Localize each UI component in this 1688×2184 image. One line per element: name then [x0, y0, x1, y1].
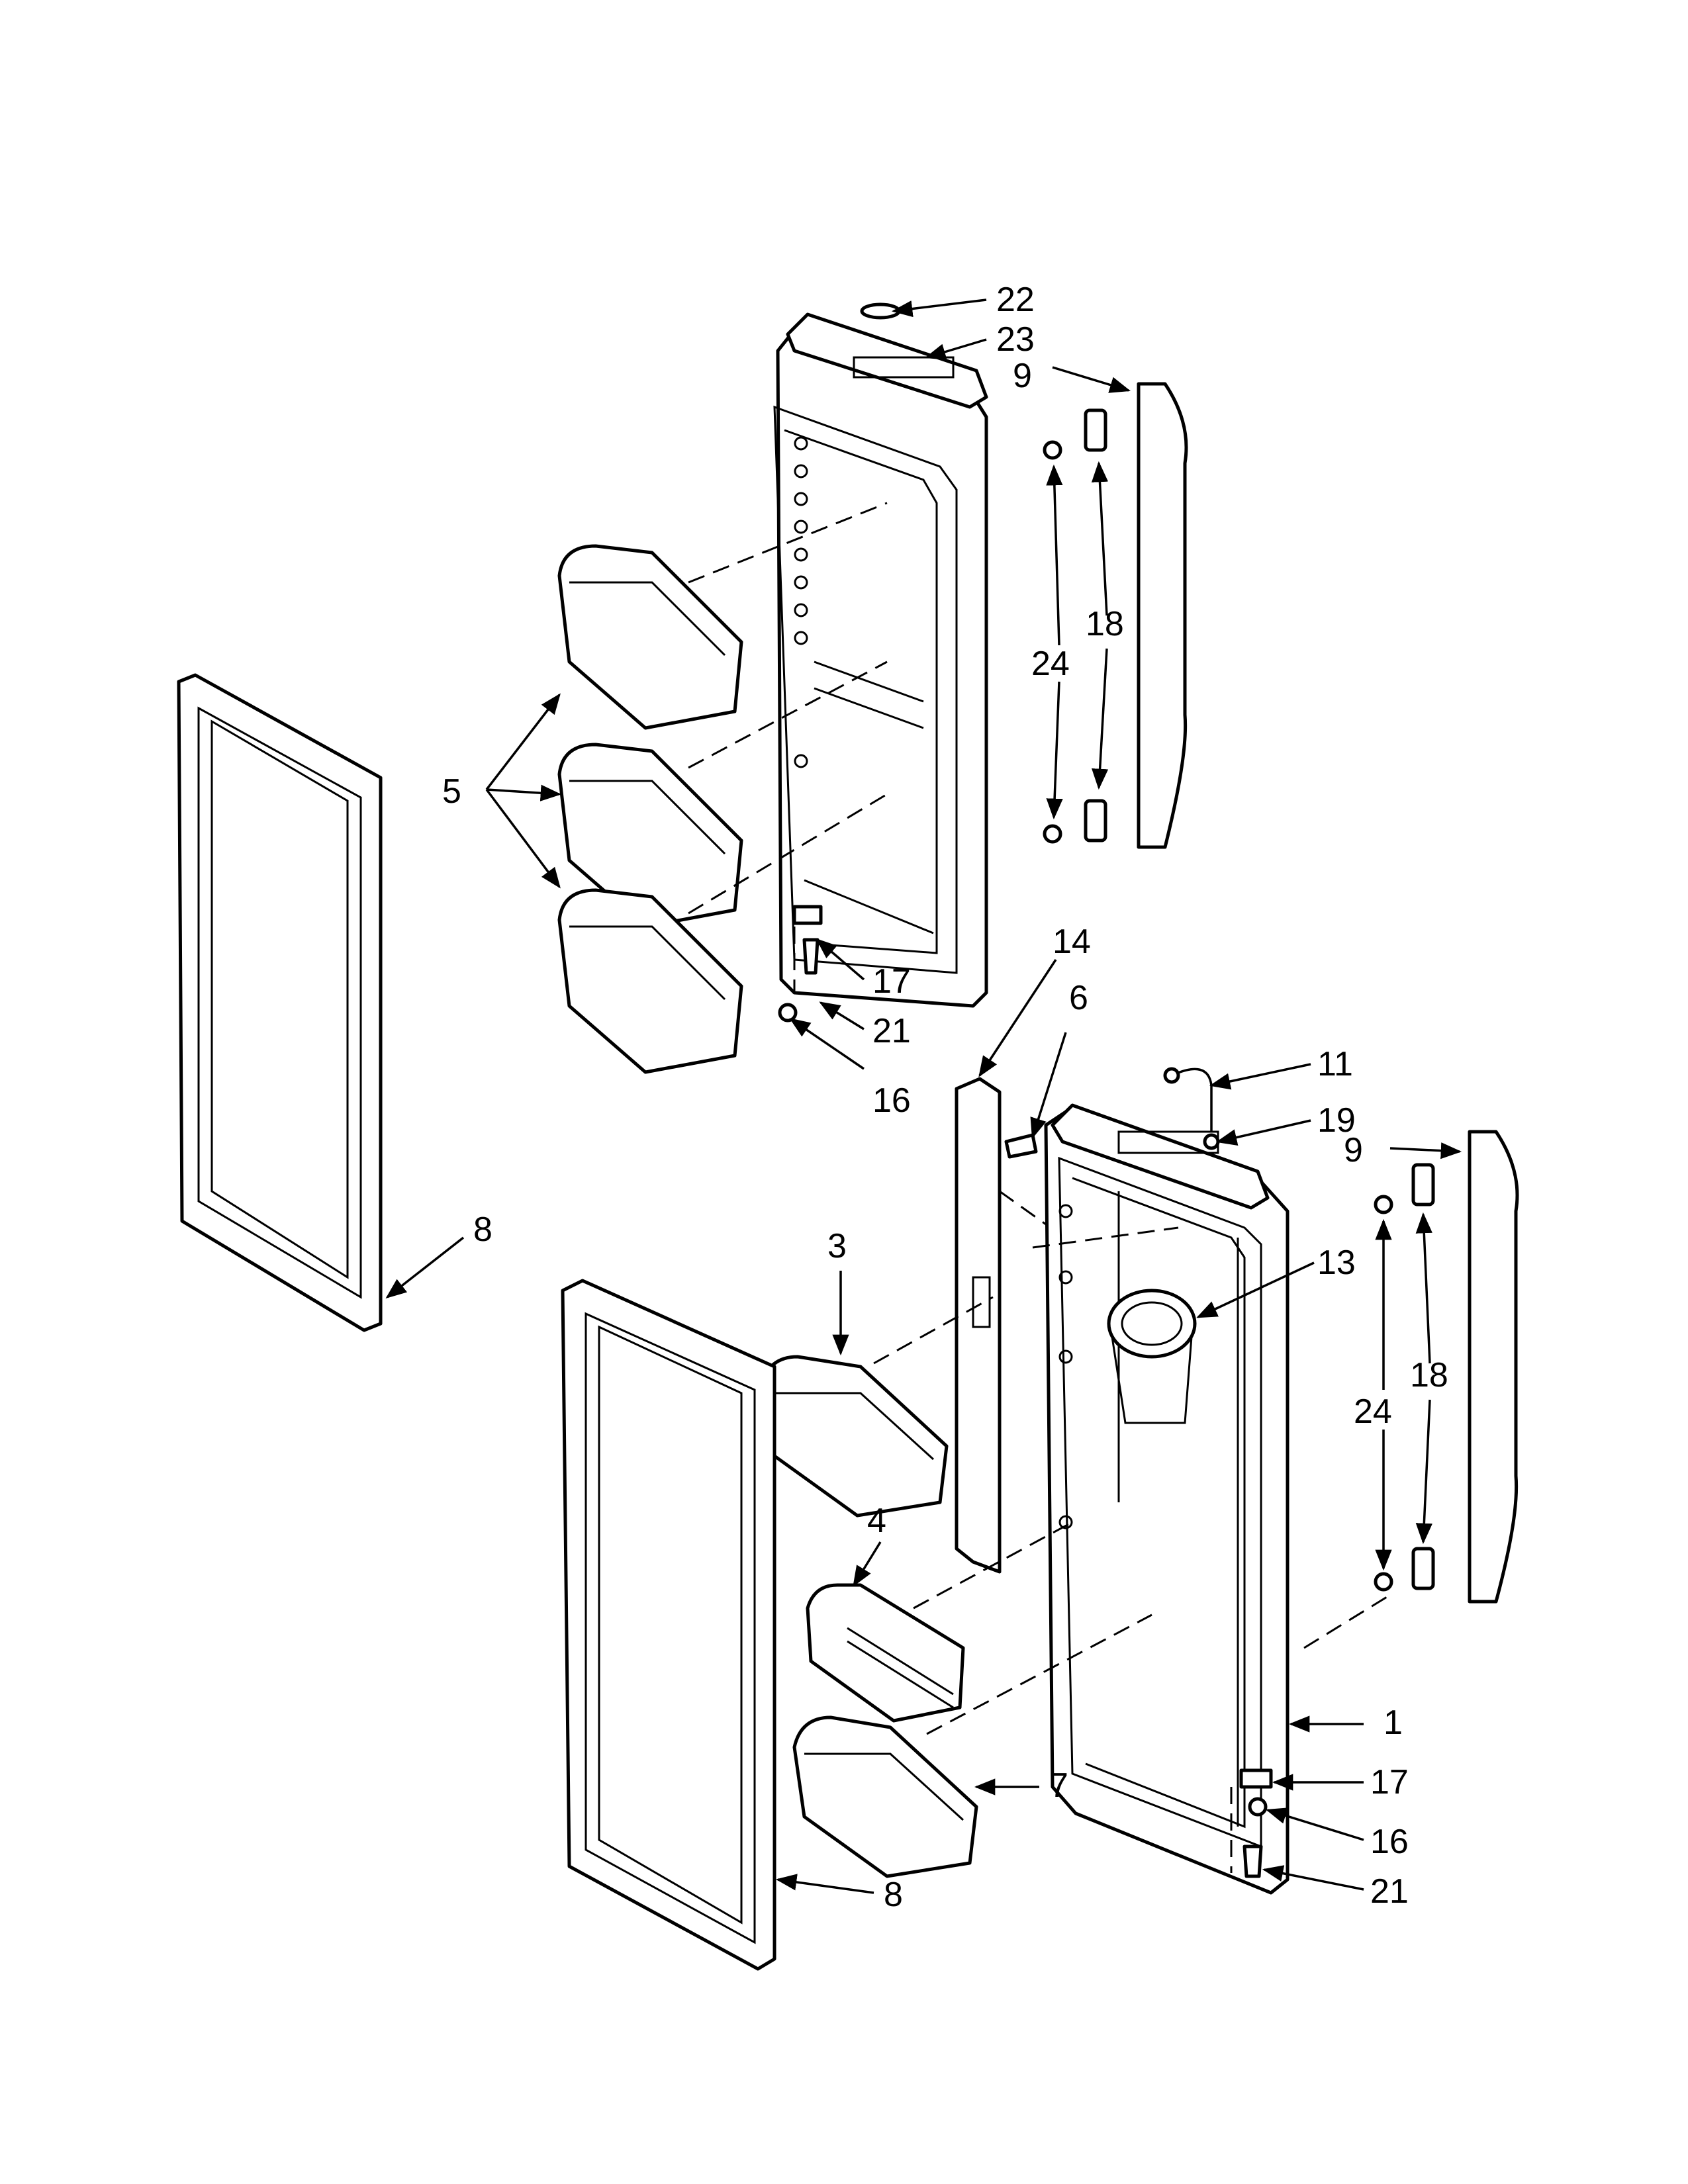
lower-handle-screw-part-24	[1374, 1195, 1393, 1592]
water-fitting-part-19	[1203, 1133, 1220, 1150]
callout-8-upper: 8	[473, 1210, 492, 1249]
upper-door-handle-part-9	[1137, 382, 1188, 849]
leader-lines	[385, 298, 1462, 1894]
water-tube-part-11	[1163, 1067, 1213, 1132]
callout-14: 14	[1053, 923, 1091, 961]
door-bin-part-5-middle	[557, 743, 743, 929]
callout-4: 4	[867, 1502, 886, 1540]
callout-24-lower: 24	[1354, 1392, 1392, 1431]
callout-5: 5	[442, 772, 461, 811]
callout-17-upper: 17	[872, 962, 911, 1001]
callout-21-lower: 21	[1370, 1872, 1409, 1911]
door-bin-part-5-top	[557, 544, 743, 730]
callout-7: 7	[1049, 1766, 1068, 1805]
callout-24-upper: 24	[1031, 645, 1070, 683]
lower-door-shelf-bosses	[1058, 1204, 1073, 1529]
callout-23: 23	[996, 320, 1035, 359]
ice-chute-assembly-part-13	[1107, 1289, 1197, 1424]
callout-9-lower: 9	[1344, 1131, 1363, 1169]
door-bin-part-7	[792, 1715, 978, 1878]
lower-door-handle-part-9	[1468, 1130, 1519, 1604]
callout-18-lower: 18	[1410, 1356, 1448, 1394]
lower-door-gasket-part-8	[561, 1279, 776, 1971]
assembly-lines	[688, 502, 1391, 1873]
callout-9-upper: 9	[1013, 357, 1032, 395]
cap-plug-part-22	[860, 302, 901, 320]
mullion-screw-part-6	[1004, 1133, 1038, 1159]
callout-16-upper: 16	[872, 1081, 911, 1120]
callout-16-lower: 16	[1370, 1823, 1409, 1861]
upper-door-liner	[773, 332, 988, 1008]
upper-door-gasket-part-8	[177, 673, 383, 1332]
lower-handle-clip-part-18	[1411, 1163, 1435, 1590]
callout-21-upper: 21	[872, 1012, 911, 1050]
callout-11: 11	[1317, 1045, 1353, 1083]
mullion-part-14	[955, 1077, 1002, 1574]
upper-door-hinge-hardware	[778, 905, 823, 1023]
door-bin-part-3	[759, 1355, 949, 1518]
callout-1: 1	[1383, 1704, 1403, 1742]
callout-6: 6	[1069, 979, 1088, 1017]
lower-door-hinge-hardware	[1239, 1768, 1273, 1878]
upper-door-cap-part-23	[786, 312, 988, 409]
upper-door-shelf-bosses	[794, 436, 808, 768]
callout-13: 13	[1317, 1244, 1356, 1282]
callout-3: 3	[827, 1227, 847, 1265]
callout-18-upper: 18	[1086, 605, 1124, 643]
upper-handle-clip-part-18	[1084, 408, 1107, 842]
callout-19: 19	[1317, 1101, 1356, 1140]
callout-numbers: 22 23 9 24 18 5 17 21 16 14 6 11 19 9 13…	[442, 281, 1448, 1914]
callout-22: 22	[996, 281, 1035, 319]
door-bin-part-4	[806, 1583, 965, 1723]
upper-handle-screw-part-24	[1043, 440, 1062, 844]
callout-8-lower: 8	[884, 1876, 903, 1914]
callout-17-lower: 17	[1370, 1763, 1409, 1801]
door-bin-part-5-bottom	[557, 888, 743, 1074]
